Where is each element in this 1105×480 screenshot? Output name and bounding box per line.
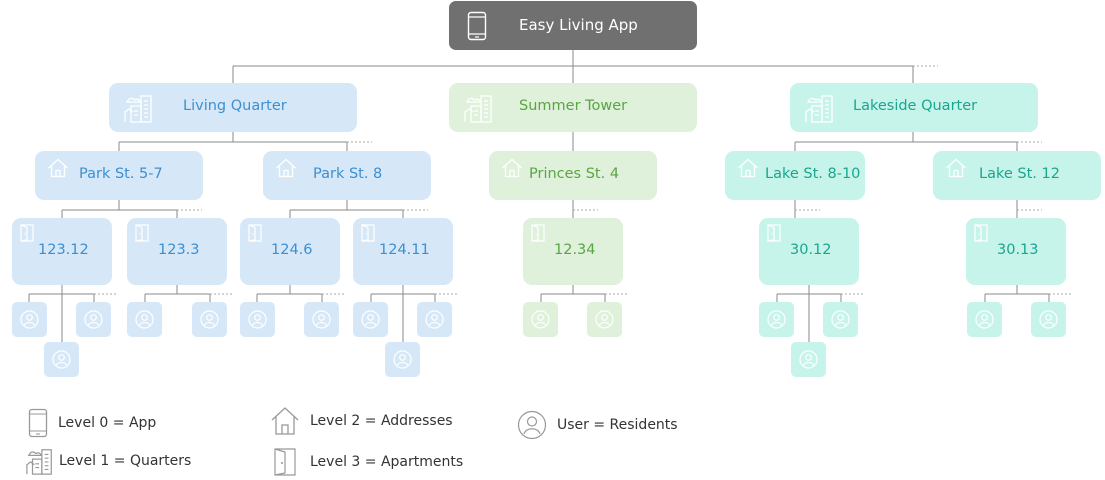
resident-node[interactable]: [791, 342, 826, 377]
door-icon: [135, 224, 149, 242]
resident-node[interactable]: [127, 302, 162, 337]
quarter-node-summer-tower[interactable]: Summer Tower: [449, 83, 697, 132]
user-icon: [425, 310, 444, 329]
user-icon: [200, 310, 219, 329]
user-icon: [517, 410, 547, 440]
house-icon: [946, 158, 966, 178]
quarter-label: Living Quarter: [183, 98, 287, 114]
apartment-label: 12.34: [554, 242, 596, 258]
door-icon: [767, 224, 781, 242]
buildings-icon: [124, 95, 152, 123]
quarter-label: Lakeside Quarter: [853, 98, 978, 114]
resident-node[interactable]: [823, 302, 858, 337]
resident-node[interactable]: [240, 302, 275, 337]
user-icon: [831, 310, 850, 329]
smartphone-icon: [467, 11, 487, 41]
address-node-princes-st-4[interactable]: Princes St. 4: [489, 151, 657, 200]
buildings-icon: [26, 449, 52, 475]
address-label: Park St. 5-7: [79, 166, 163, 182]
apartment-label: 124.6: [271, 242, 313, 258]
quarter-node-lakeside-quarter[interactable]: Lakeside Quarter: [790, 83, 1038, 132]
house-icon: [738, 158, 758, 178]
address-node-park-st-5-7[interactable]: Park St. 5-7: [35, 151, 203, 200]
resident-node[interactable]: [192, 302, 227, 337]
resident-node[interactable]: [353, 302, 388, 337]
door-icon: [531, 224, 545, 242]
apartment-label: 123.12: [38, 242, 89, 258]
quarter-label: Summer Tower: [519, 98, 628, 114]
user-icon: [799, 350, 818, 369]
apartment-label: 30.13: [997, 242, 1039, 258]
resident-node[interactable]: [76, 302, 111, 337]
user-icon: [393, 350, 412, 369]
resident-node[interactable]: [523, 302, 558, 337]
resident-node[interactable]: [1031, 302, 1066, 337]
user-icon: [975, 310, 994, 329]
legend-text: Level 0 = App: [58, 415, 157, 431]
legend-item-level-1: Level 1 = Quarters: [25, 446, 191, 476]
legend-item-level-0: Level 0 = App: [28, 408, 156, 438]
buildings-icon: [464, 95, 492, 123]
apartment-node-12-34[interactable]: 12.34: [523, 218, 623, 285]
door-icon: [274, 448, 296, 476]
user-icon: [52, 350, 71, 369]
resident-node[interactable]: [967, 302, 1002, 337]
apartment-label: 30.12: [790, 242, 832, 258]
user-icon: [84, 310, 103, 329]
resident-node[interactable]: [304, 302, 339, 337]
user-icon: [135, 310, 154, 329]
house-icon: [48, 158, 68, 178]
smartphone-icon: [28, 408, 48, 438]
user-icon: [531, 310, 550, 329]
user-icon: [248, 310, 267, 329]
resident-node[interactable]: [385, 342, 420, 377]
apartment-node-124-6[interactable]: 124.6: [240, 218, 340, 285]
apartment-node-30-13[interactable]: 30.13: [966, 218, 1066, 285]
quarter-node-living-quarter[interactable]: Living Quarter: [109, 83, 357, 132]
door-icon: [361, 224, 375, 242]
address-label: Lake St. 8-10: [765, 166, 861, 182]
legend-item-level-3: Level 3 = Apartments: [274, 448, 463, 476]
address-node-lake-st-8-10[interactable]: Lake St. 8-10: [725, 151, 865, 200]
house-icon: [276, 158, 296, 178]
resident-node[interactable]: [759, 302, 794, 337]
resident-node[interactable]: [44, 342, 79, 377]
door-icon: [20, 224, 34, 242]
address-label: Lake St. 12: [979, 166, 1060, 182]
address-label: Park St. 8: [313, 166, 383, 182]
apartment-node-123-12[interactable]: 123.12: [12, 218, 112, 285]
user-icon: [595, 310, 614, 329]
resident-node[interactable]: [12, 302, 47, 337]
legend-item-user: User = Residents: [517, 410, 678, 440]
apartment-node-30-12[interactable]: 30.12: [759, 218, 859, 285]
house-icon: [271, 407, 299, 435]
legend-text: Level 3 = Apartments: [310, 454, 464, 470]
resident-node[interactable]: [417, 302, 452, 337]
apartment-label: 124.11: [379, 242, 430, 258]
app-node[interactable]: Easy Living App: [449, 1, 697, 50]
user-icon: [767, 310, 786, 329]
address-node-lake-st-12[interactable]: Lake St. 12: [933, 151, 1101, 200]
buildings-icon: [805, 95, 833, 123]
door-icon: [974, 224, 988, 242]
user-icon: [312, 310, 331, 329]
apartment-node-123-3[interactable]: 123.3: [127, 218, 227, 285]
address-label: Princes St. 4: [529, 166, 620, 182]
user-icon: [361, 310, 380, 329]
legend-text: User = Residents: [557, 417, 678, 433]
legend-text: Level 1 = Quarters: [59, 453, 192, 469]
address-node-park-st-8[interactable]: Park St. 8: [263, 151, 431, 200]
legend-item-level-2: Level 2 = Addresses: [270, 406, 453, 436]
door-icon: [248, 224, 262, 242]
apartment-label: 123.3: [158, 242, 200, 258]
legend-text: Level 2 = Addresses: [310, 413, 453, 429]
app-title: Easy Living App: [519, 16, 638, 34]
resident-node[interactable]: [587, 302, 622, 337]
apartment-node-124-11[interactable]: 124.11: [353, 218, 453, 285]
house-icon: [502, 158, 522, 178]
user-icon: [20, 310, 39, 329]
user-icon: [1039, 310, 1058, 329]
